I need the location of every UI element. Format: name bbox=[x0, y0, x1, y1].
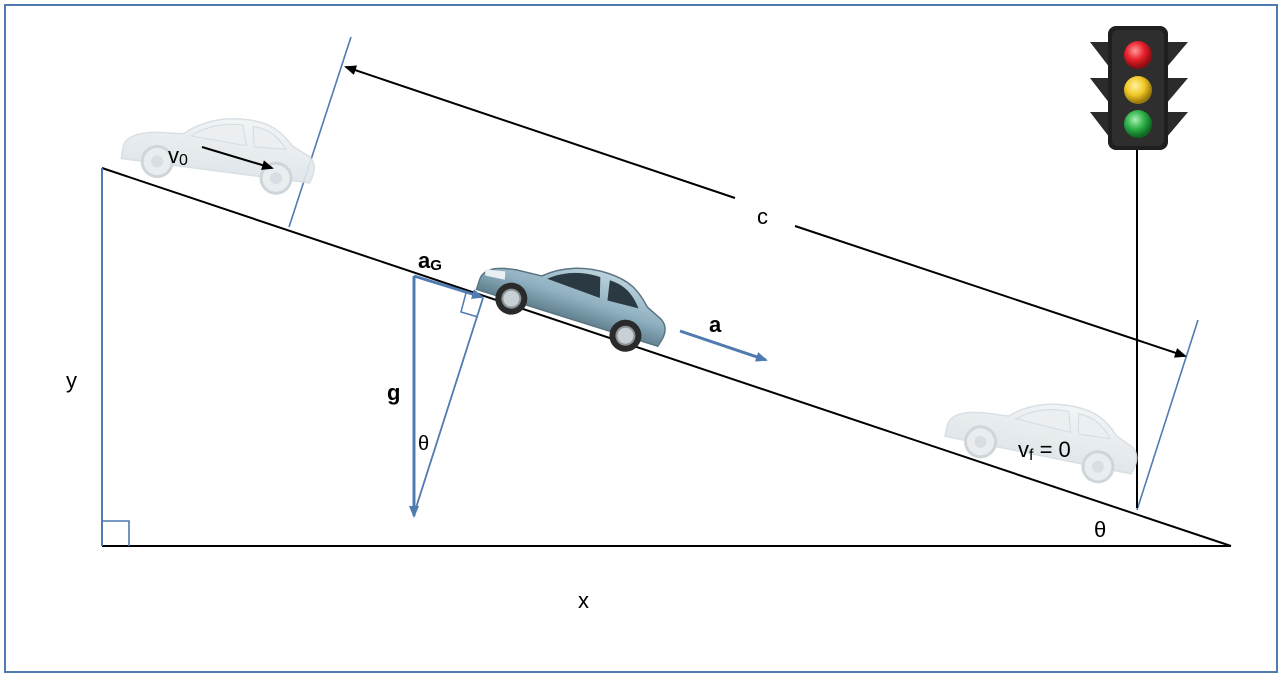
label-a: a bbox=[709, 312, 722, 337]
a-vector bbox=[679, 329, 768, 362]
yellow-light bbox=[1124, 76, 1152, 104]
car-icon bbox=[944, 380, 1146, 484]
aG-vector bbox=[413, 274, 484, 299]
dimension-tick-end bbox=[1136, 319, 1199, 511]
label-aG: aG bbox=[418, 248, 442, 274]
dimension-tick-start bbox=[288, 36, 352, 228]
label-g: g bbox=[387, 380, 400, 405]
label-theta-vector: θ bbox=[418, 433, 429, 455]
v0-arrow bbox=[201, 146, 274, 170]
car-icon bbox=[120, 102, 321, 195]
dimension-arrow-left bbox=[344, 65, 736, 199]
incline-hypotenuse bbox=[101, 167, 1232, 547]
red-light bbox=[1124, 41, 1152, 69]
car-icon bbox=[475, 235, 678, 352]
small-right-angle-marker bbox=[460, 292, 479, 318]
dimension-arrow-right bbox=[794, 225, 1187, 358]
label-c: c bbox=[757, 204, 768, 229]
label-v0: v0 bbox=[168, 143, 188, 169]
label-vf: vf = 0 bbox=[1018, 437, 1071, 464]
green-light bbox=[1124, 110, 1152, 138]
label-x: x bbox=[578, 588, 589, 613]
traffic-light-icon bbox=[1090, 26, 1188, 150]
label-theta-angle: θ bbox=[1094, 517, 1106, 542]
normal-component-line bbox=[413, 297, 484, 515]
right-angle-marker bbox=[102, 520, 130, 546]
label-y: y bbox=[66, 368, 77, 393]
